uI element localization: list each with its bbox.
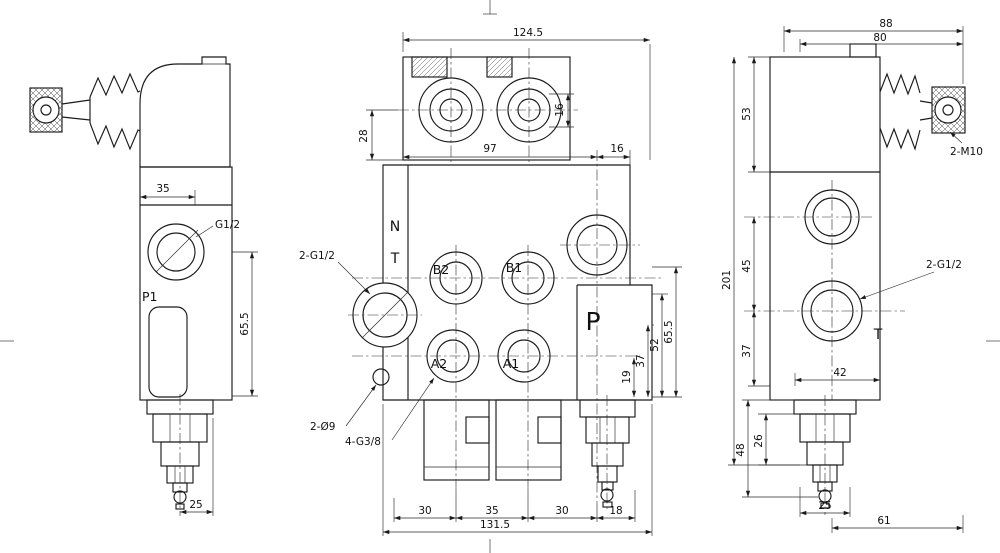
dim-lever-reach-1: 88 xyxy=(879,18,892,30)
port-thread-label: G1/2 xyxy=(215,219,240,231)
dim-top-width: 124.5 xyxy=(513,27,543,39)
end-cap-left xyxy=(146,394,214,516)
port-p-label: P xyxy=(585,307,600,336)
control-lever-assembly xyxy=(29,56,231,168)
port-b1-label: B1 xyxy=(506,260,523,275)
top-bolt xyxy=(849,43,877,58)
port-a2-label: A2 xyxy=(431,356,448,371)
left-side-view: 35 G1/2 P1 65.5 25 xyxy=(29,56,258,516)
port-t-label-right: T xyxy=(873,327,883,343)
right-port-thread-label: 2-G1/2 xyxy=(926,259,962,271)
dim-spacing-4: 18 xyxy=(609,505,622,517)
dim-b-row-height: 52 xyxy=(649,338,661,351)
bellows-boot xyxy=(89,72,141,98)
port-a1-label: A1 xyxy=(503,356,520,371)
work-port-thread-label: 4-G3/8 xyxy=(345,436,381,448)
dim-spacing-1: 30 xyxy=(418,505,431,517)
bellows-boot-right xyxy=(879,72,921,96)
dim-t-height: 65.5 xyxy=(663,320,675,343)
control-lever-assembly-right xyxy=(879,72,966,151)
dim-lower-port-height: 37 xyxy=(741,344,753,357)
front-view: 124.5 28 16 97 16 19 xyxy=(299,27,682,536)
port-p1-label: P1 xyxy=(142,289,158,304)
mounting-hole-circle xyxy=(372,368,390,386)
mounting-hole-label: 2-Ø9 xyxy=(310,421,335,433)
relief-valve-front xyxy=(579,395,636,512)
front-view-dimensions: 124.5 28 16 97 16 19 xyxy=(299,27,682,536)
dim-spacing-2: 35 xyxy=(485,505,498,517)
spool-position-t-label: T xyxy=(390,251,400,267)
lever-pivot-circle-right xyxy=(934,96,962,124)
dim-cap-offset: 25 xyxy=(189,499,202,511)
top-port-block xyxy=(398,48,578,164)
dim-base-width: 42 xyxy=(833,367,846,379)
dim-cap-section: 26 xyxy=(753,434,765,448)
spool-position-n-label: N xyxy=(390,219,400,235)
valve-body-left xyxy=(139,166,233,401)
dim-port-offset: 35 xyxy=(156,183,169,195)
dim-t-offset: 16 xyxy=(610,143,624,155)
dim-cap-height: 48 xyxy=(735,443,747,456)
end-cap-right xyxy=(793,395,857,515)
dim-overall-width: 131.5 xyxy=(480,519,510,531)
lever-housing xyxy=(139,56,231,168)
left-view-dimensions: 35 G1/2 P1 65.5 25 xyxy=(140,183,258,516)
dim-port-to-base: 65.5 xyxy=(239,312,251,335)
valve-body-right xyxy=(744,43,905,401)
main-body-front xyxy=(348,150,662,505)
side-port-thread-label: 2-G1/2 xyxy=(299,250,335,262)
lever-pivot-circle xyxy=(32,96,60,124)
stud-left xyxy=(411,56,448,78)
flange-bolt-label: 2-M10 xyxy=(950,146,983,158)
dim-block-height: 28 xyxy=(358,129,370,142)
dim-lever-offset: 61 xyxy=(877,515,890,527)
front-view-labels: N T B2 B1 A2 A1 P xyxy=(390,219,601,371)
port-b2-label: B2 xyxy=(433,262,450,277)
dim-housing-height: 53 xyxy=(741,107,753,120)
dim-overall-height: 201 xyxy=(721,270,733,290)
dim-lever-reach-2: 80 xyxy=(873,32,886,44)
dim-port-bore: 16 xyxy=(554,103,566,117)
dim-port-spacing: 45 xyxy=(741,259,753,272)
solenoid-block-right xyxy=(495,399,562,481)
dim-spacing-3: 30 xyxy=(555,505,568,517)
dim-a-row-height: 19 xyxy=(621,370,633,383)
stud-right xyxy=(486,56,513,78)
right-side-view: 88 80 2-M10 53 201 45 37 2-G1/2 T xyxy=(721,18,983,533)
spool-chamber xyxy=(148,306,188,398)
solenoid-block-left xyxy=(423,399,490,481)
right-view-dimensions: 88 80 2-M10 53 201 45 37 2-G1/2 T xyxy=(721,18,983,533)
dim-cap-width: 25 xyxy=(818,500,831,512)
dim-p-height: 37 xyxy=(635,354,647,367)
dim-port-span: 97 xyxy=(483,143,496,155)
